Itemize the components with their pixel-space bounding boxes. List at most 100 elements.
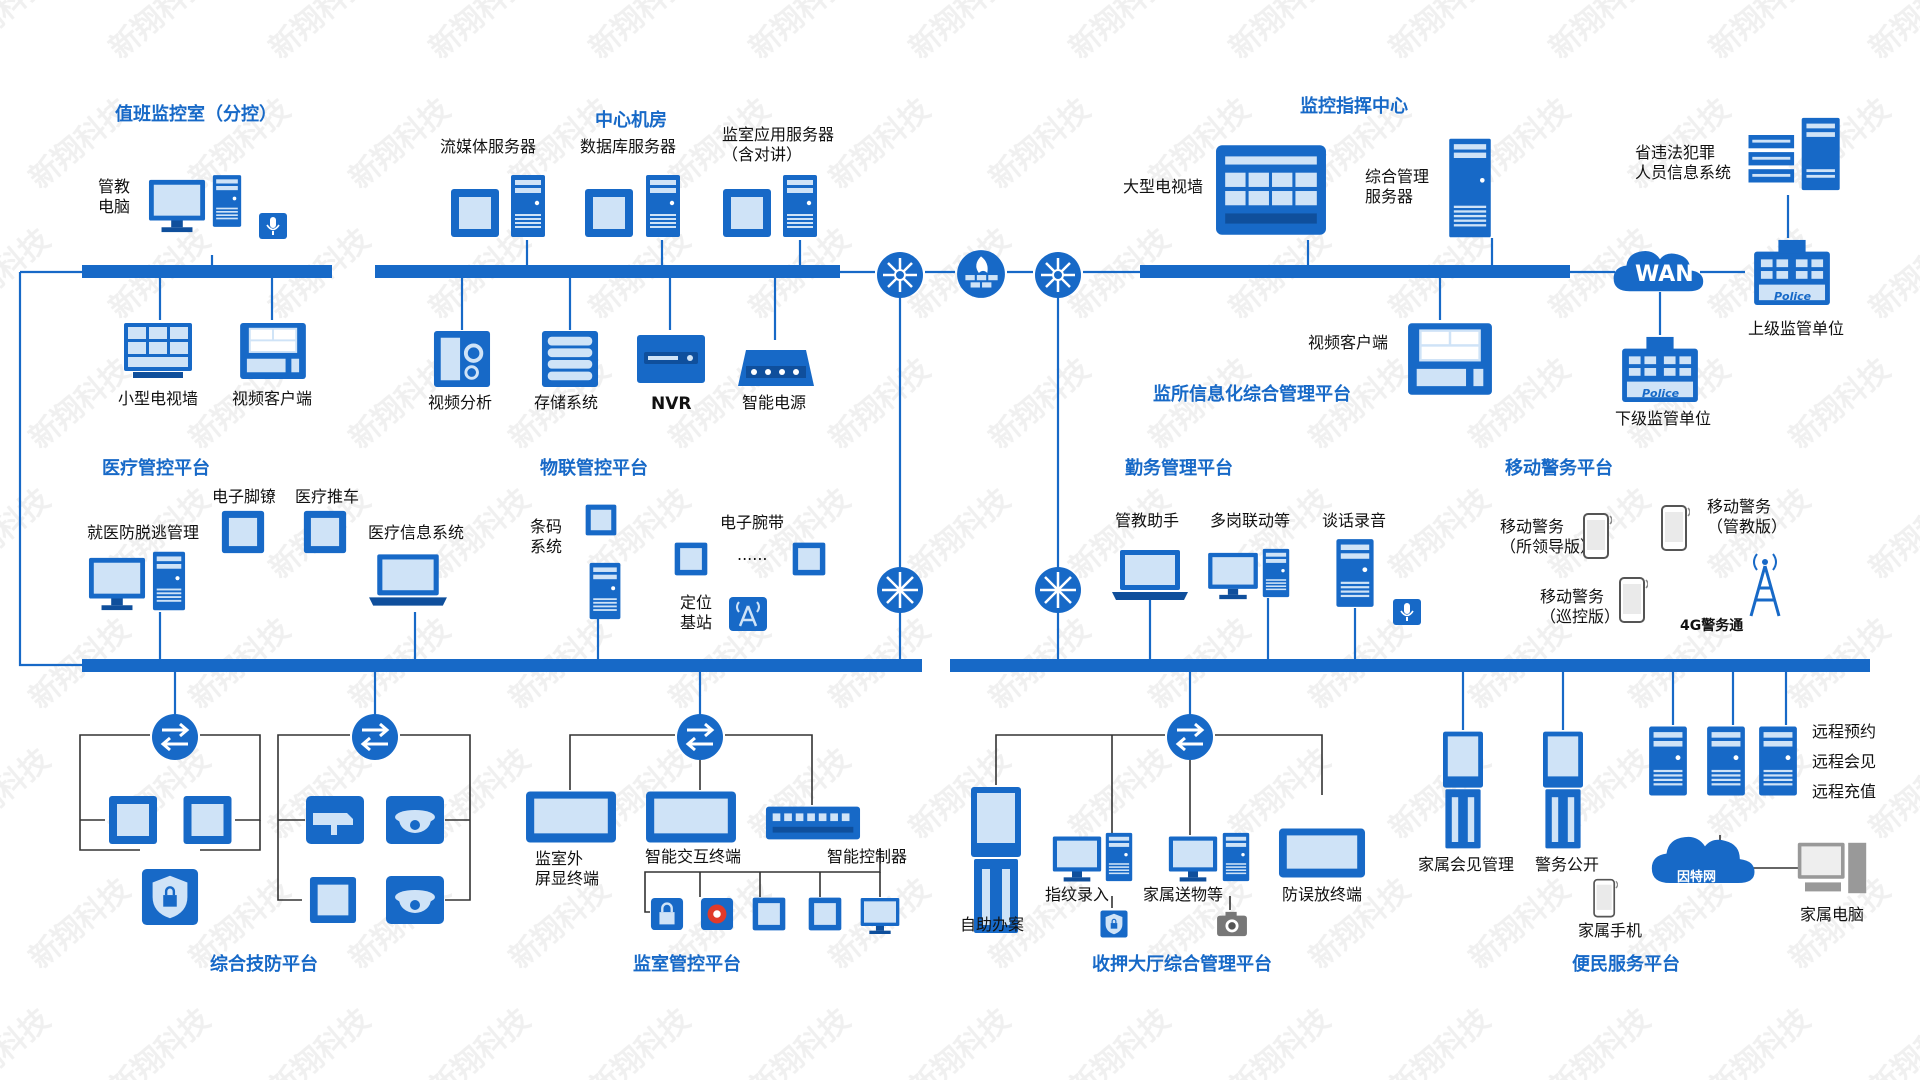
core-router-right-icon[interactable] (1033, 250, 1083, 300)
cell-door-icon[interactable] (808, 897, 842, 931)
interactive-terminal-icon[interactable] (646, 791, 736, 843)
delivery-tower-icon[interactable] (1222, 832, 1250, 882)
watermark-text: 新翔科技 (983, 352, 1097, 456)
label-linkage: 多岗联动等 (1210, 511, 1290, 530)
remote-server-2-icon[interactable] (1707, 726, 1745, 796)
door-lock-icon[interactable] (183, 796, 232, 844)
card-reader-icon[interactable] (109, 796, 157, 844)
family-phone-icon[interactable] (1593, 878, 1618, 918)
label-assistant: 管教助手 (1115, 511, 1179, 530)
watermark-text: 新翔科技 (0, 222, 57, 326)
fingerprint-tower-icon[interactable] (1105, 832, 1133, 882)
wristband-1-icon[interactable] (674, 542, 708, 576)
center-room-group: 流媒体服务器 数据库服务器 监室应用服务器（含对讲） 视频分析 存储系统 NVR… (428, 125, 834, 414)
cell-lock-icon[interactable] (650, 897, 684, 931)
watermark-text: 新翔科技 (1863, 482, 1920, 586)
ptz-camera-icon[interactable] (386, 876, 444, 924)
watermark-text: 新翔科技 (1703, 1002, 1817, 1080)
meeting-kiosk-icon[interactable] (1443, 731, 1483, 849)
recording-tower-icon[interactable] (1336, 539, 1374, 607)
label-dots: ...... (737, 545, 768, 564)
left-hub-icon[interactable] (875, 565, 925, 615)
duty-pc-monitor-icon[interactable] (148, 179, 206, 233)
storage-system-icon[interactable] (541, 330, 599, 388)
4g-antenna-icon[interactable] (1749, 552, 1781, 618)
stream-server-tower-icon[interactable] (511, 175, 545, 237)
cell-light-icon[interactable] (752, 897, 786, 931)
smart-controller-icon[interactable] (765, 806, 861, 840)
watermark-text: 新翔科技 (103, 0, 217, 66)
base-station-icon[interactable] (728, 596, 768, 632)
bullet-camera-icon[interactable] (306, 796, 364, 844)
fingerprint-reader-icon[interactable] (1100, 910, 1128, 938)
label-anklet: 电子脚镣 (212, 487, 276, 506)
barcode-tower-icon[interactable] (589, 562, 621, 620)
medical-monitor-icon[interactable] (88, 557, 146, 611)
small-tv-wall-icon[interactable] (124, 323, 192, 378)
cell-switch-icon[interactable] (675, 712, 725, 762)
barcode-scanner-icon[interactable] (585, 504, 617, 536)
cmd-video-client-icon[interactable] (1408, 323, 1492, 395)
video-analysis-icon[interactable] (432, 330, 492, 388)
remote-server-3-icon[interactable] (1759, 726, 1797, 796)
tech-switch-1-icon[interactable] (150, 712, 200, 762)
label-meeting: 家属会见管理 (1418, 855, 1514, 874)
linkage-monitor-icon[interactable] (1208, 552, 1258, 600)
app-server-tower-icon[interactable] (783, 175, 817, 237)
mgmt-server-icon[interactable] (1449, 138, 1491, 238)
anklet-icon[interactable] (221, 510, 265, 554)
watermark-text: 新翔科技 (583, 0, 697, 66)
intercom-panel-icon[interactable] (309, 876, 357, 924)
microphone-icon[interactable] (258, 212, 288, 240)
dome-camera-icon[interactable] (386, 796, 444, 844)
label-base-station: 定位基站 (680, 593, 712, 632)
linkage-tower-icon[interactable] (1262, 548, 1290, 598)
medical-info-laptop-icon[interactable] (369, 554, 447, 606)
hall-switch-icon[interactable] (1165, 712, 1215, 762)
right-hub-icon[interactable] (1033, 565, 1083, 615)
core-router-left-icon[interactable] (875, 250, 925, 300)
app-server-box-icon[interactable] (723, 189, 771, 237)
stream-media-icon[interactable] (451, 189, 499, 237)
wristband-2-icon[interactable] (792, 542, 826, 576)
phone-leader-icon[interactable] (1583, 513, 1612, 559)
fingerprint-monitor-icon[interactable] (1052, 836, 1102, 882)
firewall-icon[interactable] (957, 250, 1005, 298)
shield-lock-icon[interactable] (140, 868, 200, 926)
watermark-text: 新翔科技 (1863, 222, 1920, 326)
label-delivery: 家属送物等 (1143, 885, 1223, 904)
nvr-icon[interactable] (637, 335, 705, 383)
phone-patrol-icon[interactable] (1619, 577, 1648, 623)
watermark-text: 新翔科技 (0, 0, 57, 66)
medical-tower-icon[interactable] (152, 551, 186, 611)
anti-error-terminal-icon[interactable] (1278, 828, 1366, 878)
tech-switch-2-icon[interactable] (350, 712, 400, 762)
self-service-kiosk-icon[interactable] (971, 787, 1021, 933)
watermark-text: 新翔科技 (1063, 742, 1177, 846)
label-4g: 4G警务通 (1680, 617, 1743, 634)
watermark-text: 新翔科技 (983, 92, 1097, 196)
duty-pc-tower-icon[interactable] (212, 175, 242, 227)
medical-cart-icon[interactable] (303, 510, 347, 554)
label-mgmt-server: 综合管理服务器 (1365, 167, 1429, 206)
big-tv-wall-icon[interactable] (1216, 145, 1326, 235)
recording-mic-icon[interactable] (1392, 598, 1422, 626)
watermark-text: 新翔科技 (263, 1002, 377, 1080)
delivery-monitor-icon[interactable] (1168, 836, 1218, 882)
db-server-tower-icon[interactable] (646, 175, 680, 237)
label-video-analysis: 视频分析 (428, 393, 492, 412)
remote-server-1-icon[interactable] (1649, 726, 1687, 796)
database-icon[interactable] (585, 189, 633, 237)
outside-display-terminal-icon[interactable] (526, 791, 616, 843)
alarm-button-icon[interactable] (700, 897, 734, 931)
duty-video-client-icon[interactable] (240, 322, 306, 380)
crime-info-servers-icon[interactable] (1748, 117, 1840, 191)
disclosure-kiosk-icon[interactable] (1543, 731, 1583, 849)
smart-power-icon[interactable] (738, 350, 814, 386)
label-mobile-leader: 移动警务（所领导版） (1500, 517, 1596, 556)
assistant-laptop-icon[interactable] (1112, 550, 1188, 600)
phone-officer-icon[interactable] (1661, 505, 1690, 551)
hall-group: 自助办案 指纹录入 家属送物等 防误放终端 (960, 712, 1366, 938)
family-pc-icon[interactable] (1797, 842, 1867, 894)
watermark-text: 新翔科技 (823, 92, 937, 196)
